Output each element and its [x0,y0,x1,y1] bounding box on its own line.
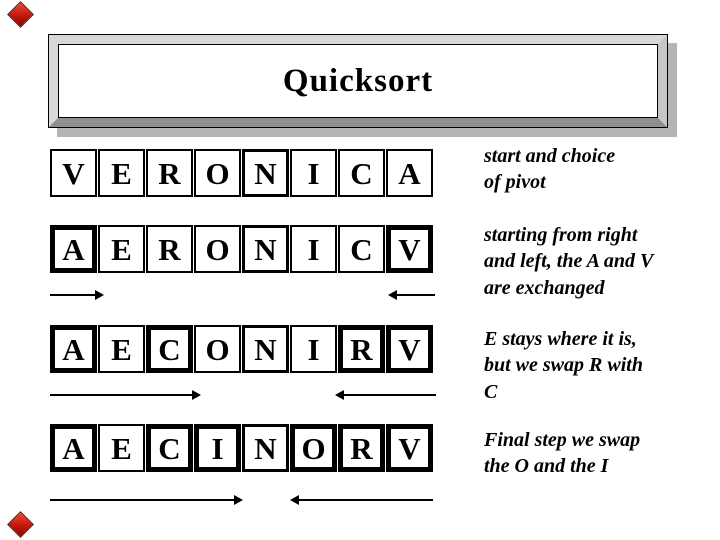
letter-box: R [146,149,193,197]
letter: A [62,430,85,466]
letter: A [398,155,421,191]
red-diamond-icon [7,1,34,28]
letter-box: N [242,149,289,197]
title-banner: Quicksort [48,34,668,128]
letter-box: E [98,424,145,472]
letter-box: A [386,149,433,197]
letter: O [205,231,230,267]
letter: I [307,155,320,191]
letter-box: N [242,325,289,373]
letter: C [350,155,373,191]
letter: N [254,430,277,466]
scan-arrow-left-icon [290,495,433,505]
letter-box: V [50,149,97,197]
letter: C [350,231,373,267]
letter: R [350,331,373,367]
letter-box: V [386,424,433,472]
letter-box: R [338,325,385,373]
letter-box: E [98,149,145,197]
letter-box: V [386,325,433,373]
letter: O [205,331,230,367]
letter: N [254,155,277,191]
letter: V [398,231,421,267]
step-caption: Final step we swap the O and the I [484,429,641,478]
letter-box: A [50,325,97,373]
letter: I [307,231,320,267]
letter: N [254,231,277,267]
letter-box: A [50,225,97,273]
scan-arrow-right-icon [50,390,201,400]
step-caption: starting from right and left, the A and … [484,224,654,299]
letter: V [62,155,85,191]
letter-box: N [242,225,289,273]
letter: E [111,155,132,191]
letter-box: I [290,149,337,197]
letter: A [62,331,85,367]
letter: I [307,331,320,367]
letter-box: I [194,424,241,472]
scan-arrow-right-icon [50,495,243,505]
letter-box: E [98,225,145,273]
step-caption: start and choice of pivot [484,145,616,194]
letter: V [398,430,421,466]
letter: E [111,430,132,466]
letter: N [254,331,277,367]
scan-arrow-left-icon [335,390,436,400]
letter-box: O [290,424,337,472]
letter: V [398,331,421,367]
letter-box: O [194,325,241,373]
slide-title: Quicksort [282,62,434,99]
scan-arrow-right-icon [50,290,104,300]
letter-box: C [338,149,385,197]
letter: E [111,331,132,367]
letter: C [158,430,181,466]
letter: O [205,155,230,191]
red-diamond-icon [7,511,34,538]
step-caption: E stays where it is, but we swap R with … [484,328,643,403]
letter: R [158,155,181,191]
letter-box: O [194,225,241,273]
letter-box: R [338,424,385,472]
letter-box: A [50,424,97,472]
letter: R [158,231,181,267]
letter-box: N [242,424,289,472]
letter-box: C [146,424,193,472]
letter-box: I [290,225,337,273]
letter: A [62,231,85,267]
letter: E [111,231,132,267]
title-banner-bevel: Quicksort [49,35,667,127]
letter-box: V [386,225,433,273]
letter-box: C [146,325,193,373]
letter-box: C [338,225,385,273]
title-banner-inner: Quicksort [58,44,658,118]
letter-box: E [98,325,145,373]
letter: R [350,430,373,466]
letter: I [211,430,224,466]
letter-box: O [194,149,241,197]
letter: O [301,430,326,466]
letter-box: R [146,225,193,273]
letter: C [158,331,181,367]
letter-box: I [290,325,337,373]
scan-arrow-left-icon [388,290,435,300]
